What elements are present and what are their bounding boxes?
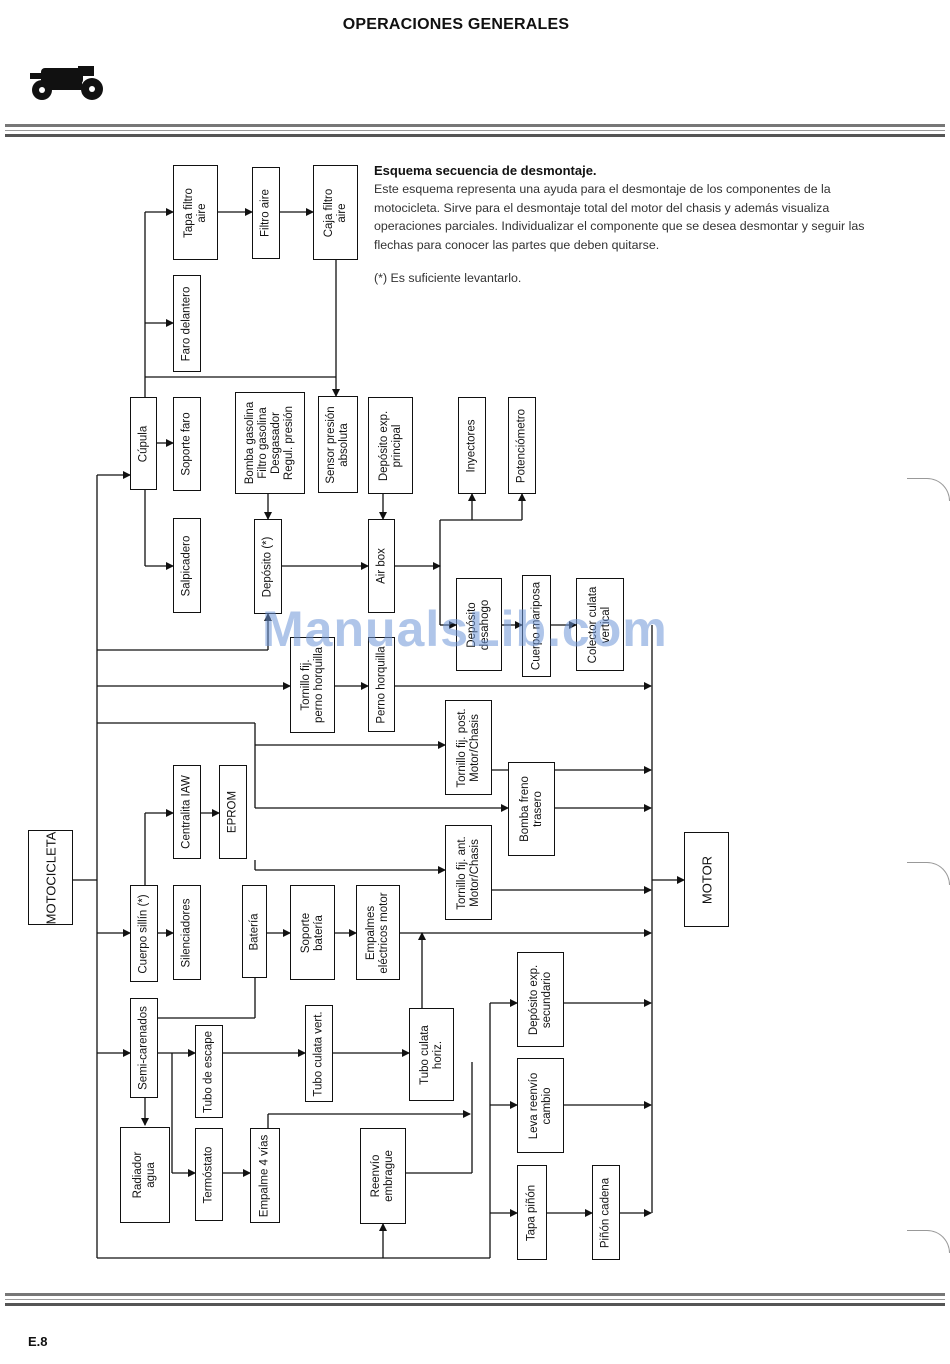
box-cuerpo-mariposa: Cuerpo mariposa <box>522 575 551 677</box>
box-reenvio-embrague: Reenvío embrague <box>360 1128 406 1224</box>
box-tubo-culata-vert: Tubo culata vert. <box>305 1005 333 1102</box>
box-inyectores: Inyectores <box>458 397 486 494</box>
box-bateria: Batería <box>242 885 267 978</box>
footer-rule-dark <box>5 1303 945 1306</box>
box-eprom: EPROM <box>219 765 247 859</box>
box-deposito-desahogo: Depósito desahogo <box>456 578 502 671</box>
page-number: E.8 <box>28 1334 48 1349</box>
box-deposito: Depósito (*) <box>254 519 282 614</box>
box-silenciadores: Silenciadores <box>173 885 201 980</box>
box-tapa-pinon: Tapa piñón <box>517 1165 547 1260</box>
header-rule-thin <box>5 130 945 131</box>
motorcycle-icon <box>30 66 103 100</box>
box-deposito-exp-secundario: Depósito exp. secundario <box>517 952 564 1047</box>
box-potenciometro: Potenciómetro <box>508 397 536 494</box>
box-empalmes-electricos: Empalmes eléctricos motor <box>356 885 400 980</box>
box-salpicadero: Salpicadero <box>173 518 201 613</box>
description-text: Este esquema representa una ayuda para e… <box>374 182 865 252</box>
box-tornillo-ant: Tornillo fij. ant. Motor/Chasis <box>445 825 492 920</box>
watermark: ManualsLib.com <box>262 601 668 657</box>
header-rule <box>5 124 945 127</box>
box-faro-delantero: Faro delantero <box>173 275 201 372</box>
box-soporte-faro: Soporte faro <box>173 397 201 491</box>
box-cupula: Cúpula <box>130 397 157 490</box>
box-tornillo-perno: Tornillo fij. perno horquilla <box>290 637 335 733</box>
description: Esquema secuencia de desmontaje. Este es… <box>374 162 892 254</box>
box-tubo-culata-horiz: Tubo culata horiz. <box>409 1008 454 1101</box>
box-perno-horquilla: Perno horquilla <box>368 637 395 732</box>
box-tubo-escape: Tubo de escape <box>195 1025 223 1118</box>
description-note: (*) Es suficiente levantarlo. <box>374 271 522 285</box>
header-rule-dark <box>5 134 945 137</box>
box-empalme-4-vias: Empalme 4 vías <box>250 1128 280 1223</box>
footer-rule-thin <box>5 1299 945 1300</box>
box-bomba-freno: Bomba freno trasero <box>508 762 555 856</box>
box-tapa-filtro-aire: Tapa filtro aire <box>173 165 218 260</box>
page-title: OPERACIONES GENERALES <box>342 16 570 33</box>
box-motor: MOTOR <box>684 832 729 927</box>
box-leva-reenvio: Leva reenvío cambio <box>517 1058 564 1153</box>
description-heading: Esquema secuencia de desmontaje. <box>374 163 597 178</box>
box-termostato: Termóstato <box>195 1128 223 1221</box>
box-motocicleta: MOTOCICLETA <box>28 830 73 925</box>
box-pinon-cadena: Piñón cadena <box>592 1165 620 1260</box>
box-tornillo-post: Tornillo fij. post. Motor/Chasis <box>445 700 492 795</box>
box-sensor-presion: Sensor presión absoluta <box>318 396 358 493</box>
box-colector-culata: Colector culata vertical <box>576 578 624 671</box>
box-cuerpo-sillin: Cuerpo sillín (*) <box>130 885 158 982</box>
box-radiador: Radiador agua <box>120 1127 170 1223</box>
box-soporte-bateria: Soporte batería <box>290 885 335 980</box>
box-filtro-aire: Filtro aire <box>252 167 280 259</box>
box-centralita: Centralita IAW <box>173 765 201 859</box>
box-caja-filtro-aire: Caja filtro aire <box>313 165 358 260</box>
box-semi-carenados: Semi-carenados <box>130 998 158 1098</box>
footer-rule <box>5 1293 945 1296</box>
box-bomba-gasolina: Bomba gasolina Filtro gasolina Desgasado… <box>235 392 305 494</box>
box-air-box: Air box <box>368 519 395 613</box>
box-deposito-exp-principal: Depósito exp. principal <box>368 397 413 494</box>
